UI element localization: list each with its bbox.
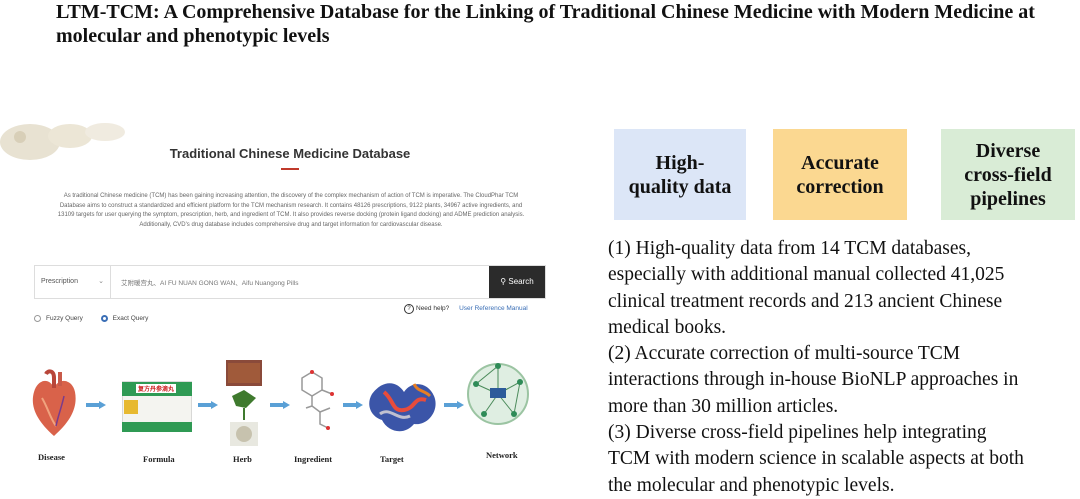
text-line: especially with additional manual collec… [608,264,1005,286]
radio-label: Fuzzy Query [46,315,83,322]
database-description: As traditional Chinese medicine (TCM) ha… [57,193,525,228]
text-line: (1) High-quality data from 14 TCM databa… [608,238,972,259]
search-icon: ⚲ [500,277,507,286]
protein-icon [369,383,436,432]
text-line: clinical treatment records and 213 ancie… [608,290,1003,312]
flow-label-herb: Herb [233,454,252,464]
arrow-icon [270,401,290,409]
text-line: medical books. [608,316,727,338]
badge-high-quality-data: High-quality data [614,129,746,220]
badge-text: High-quality data [628,151,732,198]
radio-dot [34,315,41,322]
help-label: Need help? [416,305,450,312]
text-line: more than 30 million articles. [608,395,839,417]
medicine-box-icon [122,381,192,432]
flow-label-ingredient: Ingredient [294,454,333,464]
page-title: LTM-TCM: A Comprehensive Database for th… [56,1,1035,47]
search-input[interactable] [119,266,483,300]
flow-label-target: Target [380,454,404,464]
radio-dot-selected [100,315,108,322]
medicine-box-label: 复方丹参滴丸 [138,386,175,393]
search-bar: Prescription ⌄ ⚲ Search [34,265,546,300]
question-icon: ? [404,304,414,314]
text-line: (3) Diverse cross-field pipelines help i… [608,422,987,444]
text-line: TCM with modern science in scalable aspe… [608,448,1024,470]
arrow-icon [343,401,363,409]
arrow-icon [444,401,464,409]
flow-label-formula: Formula [143,454,175,464]
workflow-diagram: 复方丹参滴丸 [0,350,580,498]
search-category-value: Prescription [41,278,78,285]
radio-fuzzy-query[interactable]: Fuzzy Query [34,315,83,322]
decorative-herb-image [0,123,125,160]
chevron-down-icon: ⌄ [98,278,104,285]
feature-description: (1) High-quality data from 14 TCM databa… [608,236,1078,499]
radio-exact-query[interactable]: Exact Query [100,315,149,322]
text-line: interactions through in-house BioNLP app… [608,369,1019,391]
search-button-label: Search [508,277,534,286]
arrow-icon [198,401,218,409]
heart-icon [32,369,76,436]
search-category-select[interactable]: Prescription ⌄ [35,266,111,298]
molecule-icon [301,370,334,430]
arrow-icon [86,401,106,409]
search-button[interactable]: ⚲ Search [489,266,545,298]
radio-label: Exact Query [112,315,149,322]
text-line: the molecular and phenotypic levels. [608,474,895,496]
text-line: (2) Accurate correction of multi-source … [608,343,961,365]
database-screenshot: Traditional Chinese Medicine Database As… [0,122,580,498]
user-manual-link[interactable]: User Reference Manual [459,305,528,312]
heading-underline [281,168,299,170]
flow-label-network: Network [486,450,518,460]
query-mode-group: Fuzzy Query Exact Query [34,315,164,324]
network-icon [467,363,529,425]
herb-icon [226,360,262,446]
help-row: ?Need help? User Reference Manual [404,304,528,314]
flow-label-disease: Disease [38,452,65,462]
database-heading: Traditional Chinese Medicine Database [169,146,411,161]
